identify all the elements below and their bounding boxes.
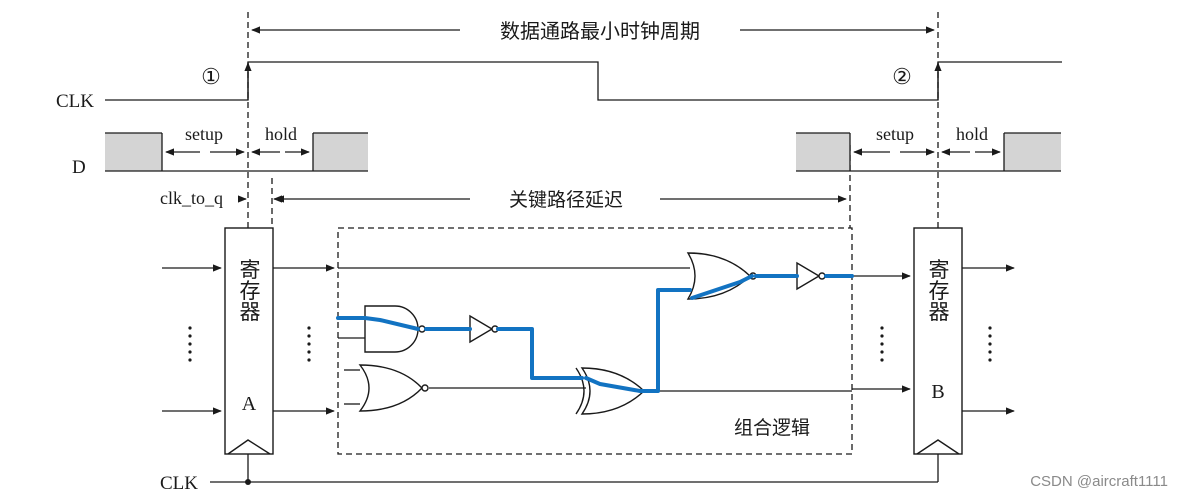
clk-signal-label: CLK — [56, 91, 94, 112]
register-b-name: 寄存器 — [926, 259, 950, 322]
register-a — [224, 227, 274, 455]
comb-logic-label: 组合逻辑 — [734, 417, 810, 439]
not-gate-2 — [796, 261, 821, 291]
clk-bottom-label: CLK — [160, 473, 198, 494]
critical-path — [336, 274, 854, 393]
register-b — [913, 227, 963, 455]
watermark: CSDN @aircraft1111 — [1030, 473, 1168, 490]
clk-to-q-label: clk_to_q — [160, 188, 223, 208]
diagram-title: 数据通路最小时钟周期 — [500, 19, 700, 43]
clk-junction — [245, 479, 251, 485]
ellipsis-dots — [188, 326, 992, 362]
nor-gate — [358, 364, 423, 412]
register-a-name: 寄存器 — [237, 259, 261, 322]
d-signal-label: D — [72, 157, 86, 178]
setup-label-left: setup — [185, 124, 223, 144]
d-waveform — [105, 132, 1061, 203]
edge-2-label: ② — [892, 64, 912, 89]
not-gate-1 — [469, 314, 494, 344]
critical-path-label: 关键路径延迟 — [509, 189, 623, 211]
xor-gate — [580, 367, 646, 415]
register-a-id: A — [242, 393, 257, 415]
hold-label-right: hold — [956, 124, 988, 144]
edge-1-label: ① — [201, 64, 221, 89]
hold-label-left: hold — [265, 124, 297, 144]
or-gate-top — [686, 252, 752, 300]
register-b-id: B — [931, 381, 944, 403]
setup-label-right: setup — [876, 124, 914, 144]
